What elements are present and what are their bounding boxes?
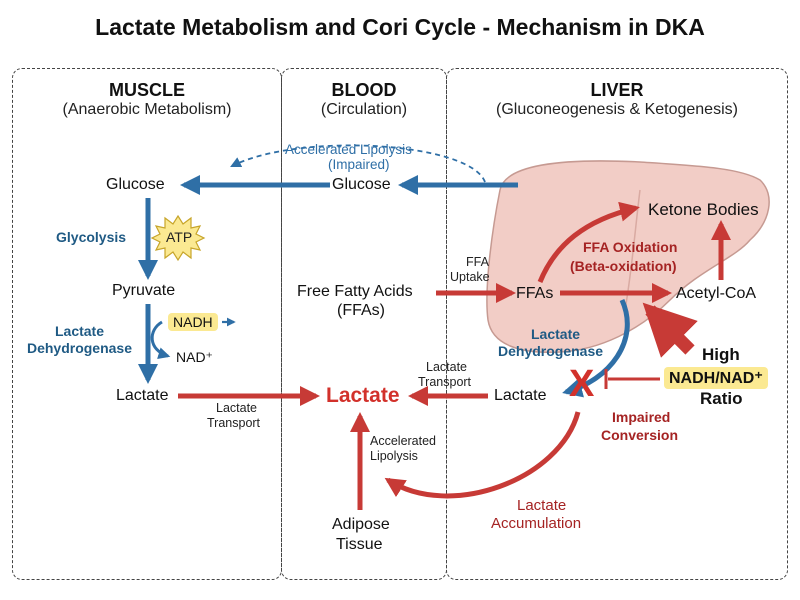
adipose-tissue-line1: Adipose [332,516,390,533]
ratio-label: Ratio [700,389,743,408]
blood-heading: BLOOD [331,80,397,100]
liver-panel [446,68,788,580]
acetyl-coa: Acetyl-CoA [676,285,757,302]
impaired-conversion-line1: Impaired [612,409,671,425]
lactate-transport-right-line1: Lactate [426,360,468,374]
arrow-high-ratio [642,302,698,358]
blood-glucose: Glucose [332,176,391,193]
ffa-uptake-line1: FFA [466,255,489,269]
nad-label: NAD⁺ [176,349,213,365]
liver-ffas: FFAs [516,285,554,302]
accel-lipolysis-line2: Lipolysis [370,449,418,463]
liver-lactate: Lactate [494,387,547,404]
accel-lipolysis-top-line2: (Impaired) [328,157,390,172]
liver-ldh-line2: Dehydrogenase [498,343,604,359]
blood-lactate: Lactate [326,384,400,407]
nadh-label: NADH [168,313,218,331]
adipose-tissue-line2: Tissue [336,536,383,553]
lactate-transport-left-line2: Transport [207,416,261,430]
ffa-oxidation-line1: FFA Oxidation [583,239,678,255]
nadh-nad-ratio-label: NADH/NAD⁺ [664,367,768,389]
atp-label: ATP [166,229,193,245]
accel-lipolysis-line1: Accelerated [370,434,437,448]
muscle-ldh-label-line2: Dehydrogenase [26,340,133,356]
arrow-accel-lipolysis-dashed [230,144,486,183]
liver-subheading: (Gluconeogenesis & Ketogenesis) [496,101,738,118]
liver-ldh-line1: Lactate [531,326,581,342]
ketone-bodies: Ketone Bodies [648,200,759,219]
accel-lipolysis-top-line1: Accelerated Lipolysis [285,142,412,157]
liver-heading: LIVER [590,80,644,100]
pyruvate: Pyruvate [112,282,176,299]
lactate-accumulation-line1: Lactate [517,497,567,514]
arrow-ffas-to-ketones [537,201,640,283]
free-fatty-acids-line2: (FFAs) [337,302,385,319]
arrow-liver-ldh [562,298,630,398]
atp-burst-icon [150,214,206,262]
lactate-accumulation-line2: Accumulation [491,515,582,532]
arrow-nadh-to-nad [150,320,171,359]
ffa-uptake-line2: Uptake [450,270,490,284]
muscle-subheading: (Anaerobic Metabolism) [62,101,232,118]
page-title: Lactate Metabolism and Cori Cycle - Mech… [95,14,705,40]
muscle-glucose: Glucose [106,176,165,193]
impaired-conversion-line2: Conversion [601,427,679,443]
blood-subheading: (Circulation) [320,101,408,118]
free-fatty-acids-line1: Free Fatty Acids [297,283,413,300]
block-x-mark: X [569,363,595,405]
glycolysis-label: Glycolysis [56,229,127,245]
muscle-lactate: Lactate [116,387,169,404]
high-label: High [702,345,740,364]
lactate-transport-right-line2: Transport [418,375,472,389]
muscle-heading: MUSCLE [109,80,185,100]
muscle-ldh-label-line1: Lactate [54,323,105,339]
liver-illustration [486,160,770,354]
lactate-transport-left-line1: Lactate [216,401,258,415]
ffa-oxidation-line2: (Beta-oxidation) [570,258,677,274]
arrow-lactate-accumulation [384,411,581,499]
